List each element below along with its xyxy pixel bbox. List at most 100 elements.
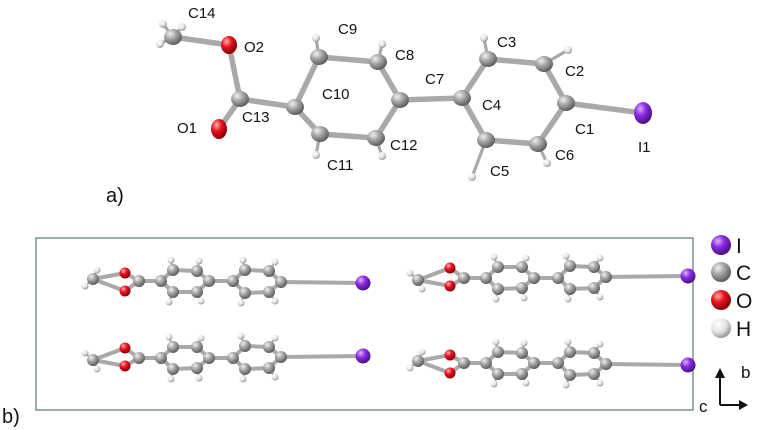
packed-1-atom-c9	[167, 264, 179, 276]
atom-c8	[369, 54, 387, 70]
packed-3-atom-c11	[167, 341, 179, 353]
legend-swatch-hydrogen	[711, 318, 731, 338]
packed-3-atom-c8	[191, 362, 203, 374]
packed-3-atom-c6	[263, 341, 275, 353]
packed-4-atom-h9	[492, 338, 500, 346]
packed-2-atom-i1	[680, 268, 696, 284]
packed-2-atom-c2	[588, 282, 600, 294]
packed-3-atom-c9	[167, 363, 179, 375]
axis-c-arrowhead	[739, 400, 748, 410]
legend-item-iodine: I	[711, 235, 742, 258]
packed-2-atom-h3	[564, 295, 572, 303]
atom-c5	[477, 132, 495, 148]
bond-c12-c11	[317, 131, 379, 141]
packed-4-atom-c3	[564, 346, 576, 358]
legend-label-iodine: I	[736, 235, 742, 258]
atom-h3	[480, 34, 488, 42]
packed-2-atom-c5	[564, 260, 576, 272]
packed-molecule-2-atoms	[406, 252, 696, 303]
atom-o1	[211, 119, 227, 139]
legend-item-hydrogen: H	[711, 318, 751, 341]
packed-molecule-4	[406, 338, 696, 389]
label-c12: C12	[390, 137, 418, 154]
atom-c2	[535, 56, 553, 72]
packed-2-atom-h6	[596, 254, 604, 262]
packed-4-atom-h11	[490, 380, 498, 388]
packed-4-atom-c10	[480, 357, 492, 369]
unit-cell-border	[35, 237, 694, 411]
packed-2-atom-h9	[492, 295, 500, 303]
packed-4-atom-h6	[596, 379, 604, 387]
packed-2-atom-o1	[444, 262, 456, 274]
packed-4-atom-i1	[680, 357, 696, 373]
packed-2-atom-h8	[520, 294, 528, 302]
atom-o2	[221, 36, 237, 54]
packed-4-atom-hb	[418, 348, 426, 356]
atom-h14b	[159, 20, 167, 28]
legend-label-oxygen: O	[736, 290, 752, 313]
packed-3-atom-h3	[239, 375, 247, 383]
packed-2-atom-c11	[492, 261, 504, 273]
packed-1-atom-hb	[93, 266, 101, 274]
packed-1-atom-h12	[197, 297, 205, 305]
legend-label-carbon: C	[736, 262, 751, 285]
bond-c1-i1	[563, 100, 646, 116]
atom-h6	[543, 159, 551, 167]
packed-1-atom-h11	[165, 298, 173, 306]
packed-1-atom-h8	[195, 257, 203, 265]
packed-1-atom-ha	[81, 282, 89, 290]
label-c3: C3	[497, 34, 516, 51]
packed-3-atom-c10	[155, 352, 167, 364]
packed-molecules	[81, 252, 696, 389]
packed-2-atom-c1	[600, 271, 612, 283]
packed-3-atom-c14	[87, 354, 99, 366]
packed-4-atom-h12	[522, 379, 530, 387]
packed-3-atom-o1	[119, 342, 131, 354]
packed-1-atom-c11	[167, 286, 179, 298]
label-c4: C4	[482, 97, 501, 114]
packed-4-atom-o1	[444, 367, 456, 379]
label-c14: C14	[188, 5, 216, 22]
atom-c4	[453, 90, 471, 106]
atom-c10	[286, 99, 304, 115]
packed-1-atom-h5	[237, 299, 245, 307]
packed-1-atom-c3	[239, 264, 251, 276]
packed-3-atom-hb	[93, 365, 101, 373]
label-o2: O2	[244, 39, 264, 56]
packed-4-atom-c4	[552, 357, 564, 369]
packed-2-atom-o2	[444, 280, 456, 292]
bond-c3-c2	[485, 56, 547, 67]
molecule-panel-a: C14 O2 C9 C8 C3 C2 C7 C10 C4 C13 O1 C1 I…	[106, 5, 652, 207]
bond-c13-c10	[237, 96, 298, 110]
atom-h12	[378, 152, 386, 160]
packed-2-atom-h11	[490, 253, 498, 261]
packed-1-atom-c10	[155, 275, 167, 287]
packed-3-atom-ha	[81, 349, 89, 357]
packed-3-atom-i1	[355, 348, 371, 364]
packed-1-atom-c14	[87, 273, 99, 285]
packed-3-atom-o2	[119, 360, 131, 372]
atom-c1	[557, 95, 575, 111]
packed-3-atom-c12	[191, 341, 203, 353]
packed-2-atom-c13	[458, 272, 470, 284]
atom-c12	[367, 130, 385, 146]
atom-c9	[310, 49, 328, 65]
packed-2-atom-hb	[418, 285, 426, 293]
packed-1-atom-h6	[271, 297, 279, 305]
atom-c3	[479, 51, 497, 67]
axis-indicator: b c	[699, 363, 750, 416]
packed-3-atom-c4	[227, 352, 239, 364]
packed-4-atom-c5	[564, 369, 576, 381]
atom-c11	[311, 126, 329, 142]
packed-3-atom-h11	[165, 333, 173, 341]
packed-1-atom-c8	[191, 265, 203, 277]
packed-1-atom-h3	[239, 256, 247, 264]
packed-4-atom-h2	[596, 340, 604, 348]
packed-molecule-1-bonds	[84, 259, 365, 304]
packed-2-atom-c14	[412, 274, 424, 286]
packed-2-atom-ha	[406, 269, 414, 277]
label-c6: C6	[555, 147, 574, 164]
packed-3-atom-c2	[263, 362, 275, 374]
packed-2-atom-c12	[516, 261, 528, 273]
